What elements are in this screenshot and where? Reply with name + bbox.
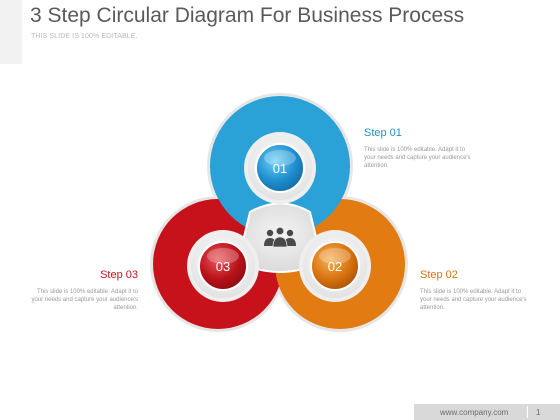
step-01-description: This slide is 100% editable. Adapt it to… <box>364 147 471 169</box>
slide-subtitle: THIS SLIDE IS 100% EDITABLE. <box>31 33 138 40</box>
step-01-number: 01 <box>273 161 287 176</box>
step-03-description: This slide is 100% editable. Adapt it to… <box>31 289 138 311</box>
slide-title: 3 Step Circular Diagram For Business Pro… <box>30 4 465 27</box>
step-02-heading: Step 02 <box>420 269 458 281</box>
step-01-heading: Step 01 <box>364 127 402 139</box>
step-01-badge-shine <box>264 150 296 166</box>
step-02-number: 02 <box>328 259 342 274</box>
people-group-icon <box>264 226 296 248</box>
step-02-badge-shine <box>319 248 351 264</box>
step-02-description: This slide is 100% editable. Adapt it to… <box>420 289 527 311</box>
footer-divider <box>527 406 528 418</box>
footer-url: www.company.com <box>440 408 509 417</box>
step-01-badge <box>255 143 305 193</box>
footer-bar <box>414 404 560 420</box>
step-03-heading: Step 03 <box>100 269 138 281</box>
page-number: 1 <box>536 408 541 417</box>
step-03-badge <box>198 241 248 291</box>
step-03-number: 03 <box>216 259 230 274</box>
step-02-badge <box>310 241 360 291</box>
step-03-badge-shine <box>207 248 239 264</box>
corner-tab <box>0 0 22 64</box>
